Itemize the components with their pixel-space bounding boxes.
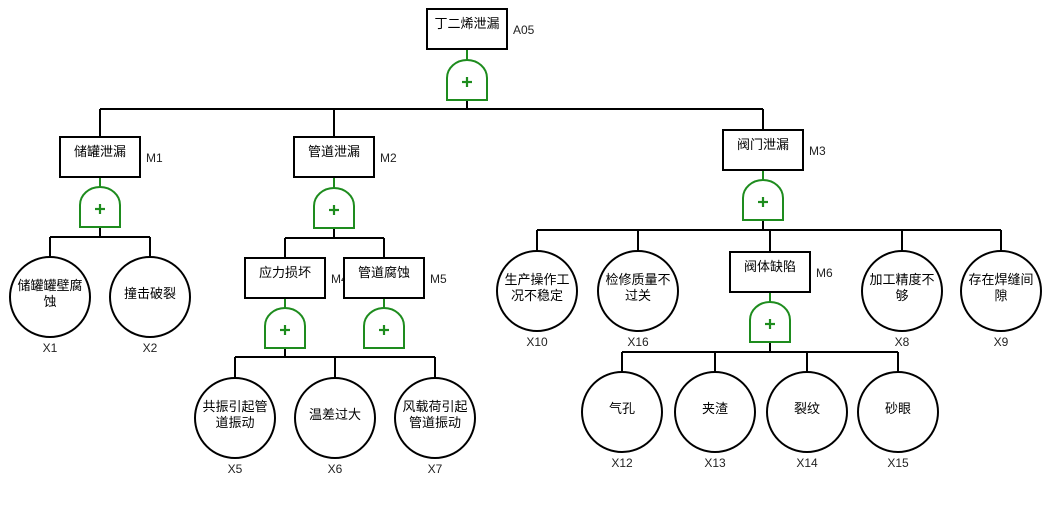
- event-label: 够: [895, 289, 908, 304]
- event-label: 生产操作工: [504, 272, 569, 288]
- event-circle: [597, 250, 679, 332]
- event-box: [59, 136, 141, 178]
- or-gate-m5: [363, 298, 405, 349]
- or-gate-a05: [446, 49, 488, 101]
- basic-event-x12[interactable]: 气孔 X12: [581, 371, 663, 470]
- basic-event-x14[interactable]: 裂纹 X14: [766, 371, 848, 470]
- event-code: X8: [895, 335, 910, 349]
- event-code: X10: [526, 335, 548, 349]
- or-gate-m3: [742, 170, 784, 221]
- event-label: 隙: [994, 289, 1007, 304]
- event-label: 加工精度不: [869, 272, 934, 288]
- basic-event-x13[interactable]: 夹渣 X13: [674, 371, 756, 470]
- intermediate-event-m3[interactable]: 阀门泄漏 M3: [722, 129, 826, 171]
- event-circle: [109, 256, 191, 338]
- event-label: 管道腐蚀: [358, 266, 410, 281]
- event-code: X15: [887, 456, 909, 470]
- basic-event-x6[interactable]: 温差过大 X6: [294, 377, 376, 476]
- event-code: A05: [513, 23, 535, 37]
- event-code: X1: [43, 341, 58, 355]
- event-code: X7: [428, 462, 443, 476]
- event-code: M2: [380, 151, 397, 165]
- event-label: 丁二烯泄漏: [434, 16, 499, 32]
- event-label: 撞击破裂: [124, 287, 176, 302]
- gates: [79, 49, 791, 349]
- event-label: 阀门泄漏: [737, 137, 789, 153]
- event-code: X14: [796, 456, 818, 470]
- event-code: X12: [611, 456, 633, 470]
- connector-lines: [49, 100, 1002, 378]
- event-circle: [857, 371, 939, 453]
- or-gate-m4: [264, 298, 306, 349]
- event-label: 过关: [625, 289, 651, 304]
- intermediate-event-m6[interactable]: 阀体缺陷 M6: [729, 251, 833, 293]
- event-box: [426, 8, 508, 50]
- event-label: 储罐泄漏: [74, 144, 126, 160]
- event-label: 应力损坏: [259, 265, 311, 281]
- event-circle: [9, 256, 91, 338]
- event-code: X5: [228, 462, 243, 476]
- event-label: 温差过大: [309, 408, 361, 423]
- event-code: X6: [328, 462, 343, 476]
- event-label: 道振动: [215, 416, 254, 431]
- event-label: 储罐罐壁腐: [17, 279, 82, 294]
- event-circle: [960, 250, 1042, 332]
- event-box: [293, 136, 375, 178]
- event-box: [729, 251, 811, 293]
- event-label: 管道泄漏: [308, 144, 360, 160]
- event-label: 蚀: [43, 295, 56, 310]
- event-label: 阀体缺陷: [744, 260, 796, 275]
- event-code: X2: [143, 341, 158, 355]
- event-code: X9: [994, 335, 1009, 349]
- event-code: X13: [704, 456, 726, 470]
- event-circle: [294, 377, 376, 459]
- or-gate-m1: [79, 177, 121, 228]
- event-circle: [581, 371, 663, 453]
- event-box: [343, 257, 425, 299]
- event-box: [244, 257, 326, 299]
- event-code: X16: [627, 335, 649, 349]
- event-code: M6: [816, 266, 833, 280]
- top-event-a05[interactable]: 丁二烯泄漏 A05: [426, 8, 535, 50]
- event-label: 裂纹: [794, 402, 820, 417]
- event-label: 存在焊缝间: [968, 272, 1033, 288]
- event-circle: [194, 377, 276, 459]
- or-gate-m2: [313, 177, 355, 229]
- event-code: M5: [430, 272, 447, 286]
- event-label: 气孔: [609, 401, 635, 417]
- event-circle: [496, 250, 578, 332]
- event-code: M3: [809, 144, 826, 158]
- intermediate-event-m1[interactable]: 储罐泄漏 M1: [59, 136, 163, 178]
- basic-event-x2[interactable]: 撞击破裂 X2: [109, 256, 191, 355]
- intermediate-event-m2[interactable]: 管道泄漏 M2: [293, 136, 397, 178]
- basic-event-x15[interactable]: 砂眼 X15: [857, 371, 939, 470]
- event-circle: [766, 371, 848, 453]
- event-label: 况不稳定: [511, 288, 563, 304]
- event-label: 夹渣: [702, 402, 728, 417]
- event-circle: [394, 377, 476, 459]
- event-label: 风载荷引起: [402, 400, 467, 415]
- event-label: 共振引起管: [202, 400, 267, 415]
- event-code: M1: [146, 151, 163, 165]
- event-circle: [674, 371, 756, 453]
- event-box: [722, 129, 804, 171]
- event-circle: [861, 250, 943, 332]
- event-label: 砂眼: [885, 402, 911, 417]
- event-label: 管道振动: [409, 416, 461, 431]
- intermediate-event-m5[interactable]: 管道腐蚀 M5: [343, 257, 447, 299]
- event-label: 检修质量不: [605, 273, 670, 288]
- or-gate-m6: [749, 292, 791, 343]
